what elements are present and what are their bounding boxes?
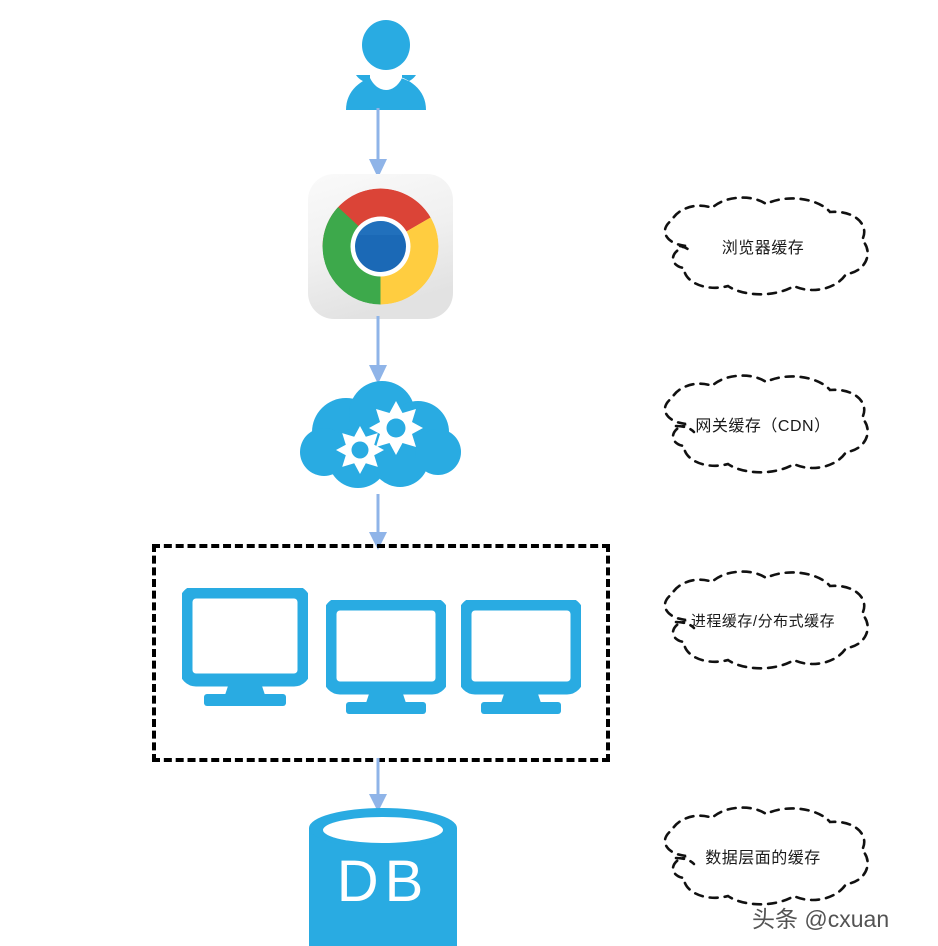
arrow-browser-to-gateway (358, 316, 398, 386)
arrow-user-to-browser (358, 108, 398, 180)
database-icon (305, 806, 461, 946)
callout-process-cache: 进程缓存/分布式缓存 (650, 568, 876, 672)
arrow-gateway-to-servers (358, 494, 398, 552)
cloud-gateway-icon (298, 380, 463, 498)
callout-label: 进程缓存/分布式缓存 (690, 612, 836, 630)
callout-label: 网关缓存（CDN） (695, 418, 831, 435)
chrome-browser-icon (308, 174, 453, 319)
callout-data-cache: 数据层面的缓存 (650, 804, 876, 908)
callout-gateway-cache: 网关缓存（CDN） (650, 372, 876, 476)
monitor-icon (179, 585, 311, 706)
watermark: 头条 @cxuan (752, 906, 890, 932)
callout-browser-cache: 浏览器缓存 (650, 194, 876, 298)
monitor-icon (458, 597, 584, 715)
callout-label: 浏览器缓存 (721, 240, 805, 257)
server-cluster-box (152, 544, 610, 762)
monitor-icon (323, 597, 449, 715)
arrow-servers-to-database (358, 758, 398, 814)
callout-label: 数据层面的缓存 (705, 850, 821, 867)
user-icon (340, 20, 432, 110)
